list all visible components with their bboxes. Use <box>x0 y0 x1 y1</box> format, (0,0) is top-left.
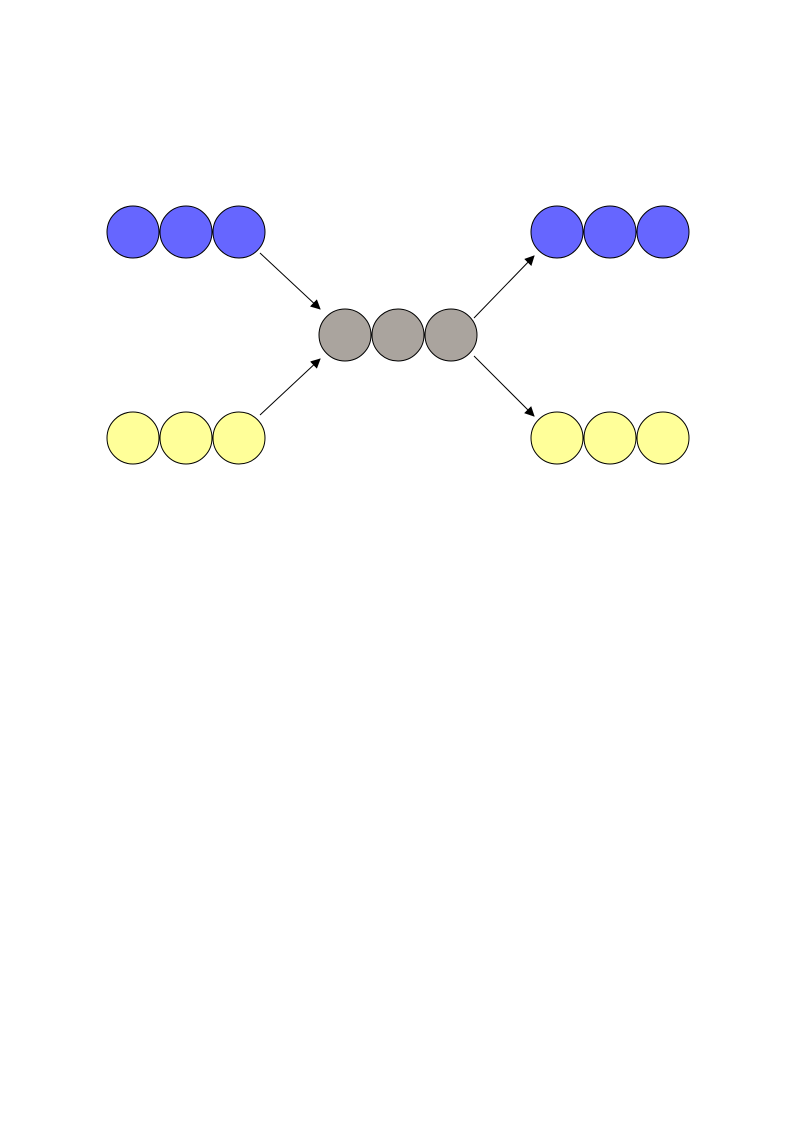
gray-circle <box>318 308 372 362</box>
arrow-input-blue-to-merged-gray <box>259 252 321 310</box>
yellow-circle <box>636 411 690 465</box>
blue-circle <box>636 205 690 259</box>
blue-circle <box>583 205 637 259</box>
group-output-yellow <box>530 411 690 465</box>
gray-circle <box>371 308 425 362</box>
yellow-circle <box>159 411 213 465</box>
group-merged-gray <box>318 308 478 362</box>
blue-circle <box>530 205 584 259</box>
blue-circle <box>212 205 266 259</box>
yellow-circle <box>583 411 637 465</box>
arrow-input-yellow-to-merged-gray <box>259 358 321 416</box>
circle-groups <box>106 205 690 465</box>
yellow-circle <box>530 411 584 465</box>
group-output-blue <box>530 205 690 259</box>
group-input-yellow <box>106 411 266 465</box>
group-input-blue <box>106 205 266 259</box>
yellow-circle <box>212 411 266 465</box>
blue-circle <box>106 205 160 259</box>
gray-circle <box>424 308 478 362</box>
arrow-merged-gray-to-output-yellow <box>473 355 535 417</box>
blue-circle <box>159 205 213 259</box>
arrows <box>259 252 535 417</box>
yellow-circle <box>106 411 160 465</box>
arrow-merged-gray-to-output-blue <box>473 255 535 319</box>
